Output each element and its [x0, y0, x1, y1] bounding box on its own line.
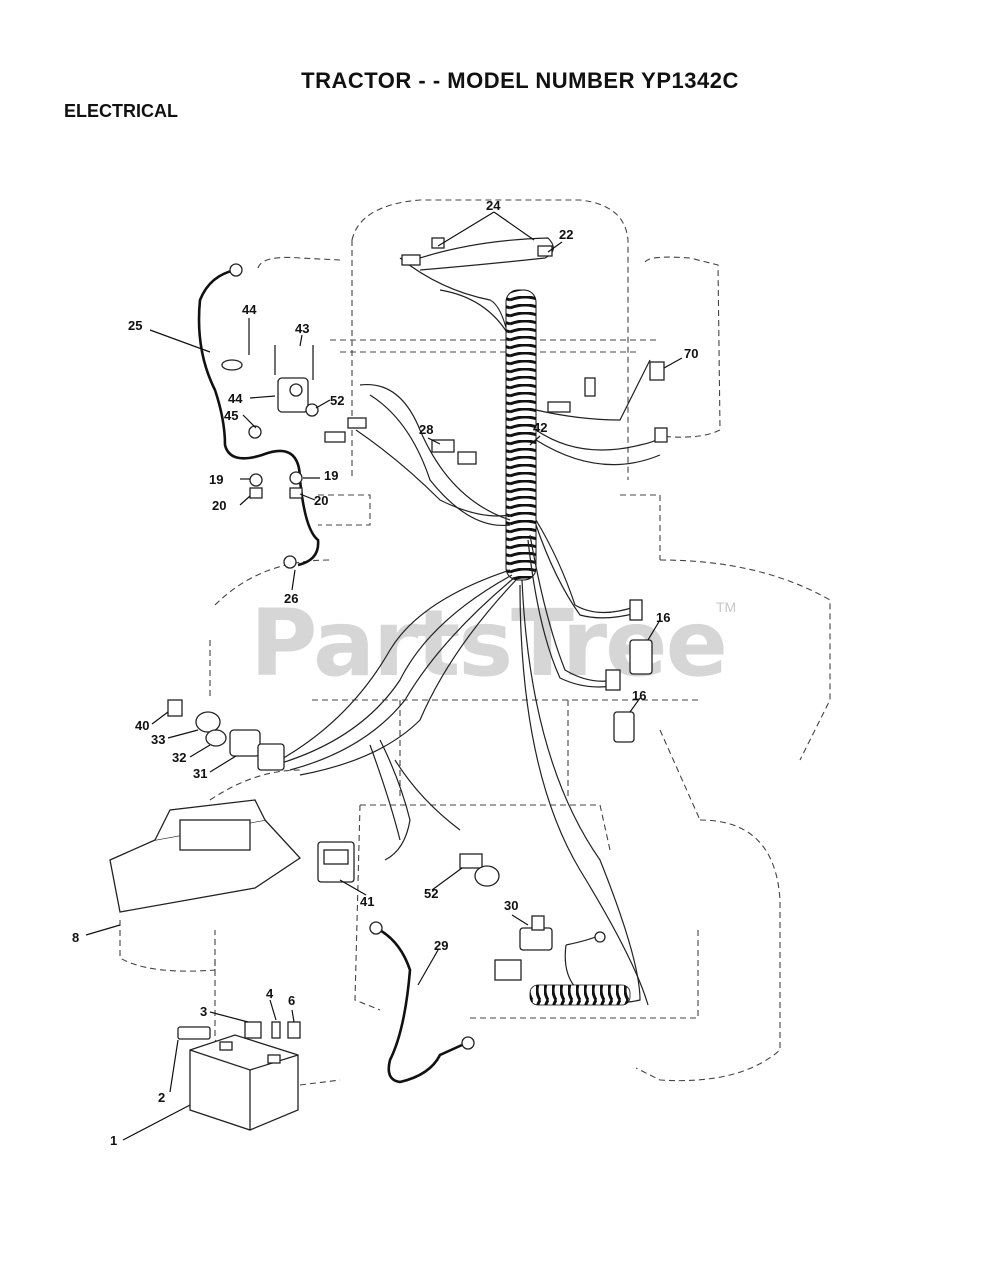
callout-28: 29 [434, 938, 448, 953]
callout-40: 42 [533, 420, 547, 435]
callout-41: 43 [295, 321, 309, 336]
fuse-block-45 [317, 841, 355, 883]
connector-70c [547, 401, 571, 413]
ignition-switch [167, 699, 285, 771]
callout-31: 32 [172, 750, 186, 765]
solenoid-hardware [221, 345, 367, 499]
callout-33: 40 [135, 718, 149, 733]
callout-19b: 19 [324, 468, 338, 483]
connector-21 [537, 245, 553, 257]
bolt-2 [177, 1026, 211, 1040]
wiring-harness [274, 237, 666, 1006]
connector-22 [401, 254, 421, 266]
ground-cable-24 [197, 268, 320, 567]
switch-16a [629, 639, 653, 675]
callout-42: 44 [242, 302, 257, 317]
cover-6 [287, 1021, 301, 1039]
section-heading: ELECTRICAL [64, 101, 178, 121]
switch-16b [613, 711, 635, 743]
callout-44b: 52 [330, 393, 344, 408]
leader-lines [85, 211, 683, 1141]
watermark-tm: TM [716, 599, 736, 615]
plug-16a [629, 599, 643, 621]
watermark: PartsTree [250, 590, 726, 697]
callout-24: 25 [128, 318, 142, 333]
callout-21: 22 [559, 227, 573, 242]
callout-2: 2 [158, 1090, 165, 1105]
callout-8: 8 [72, 930, 79, 945]
callout-19a: 19 [209, 472, 223, 487]
part-52 [459, 853, 483, 869]
callout-22: 24 [486, 198, 501, 213]
switch-29 [494, 915, 606, 981]
callout-3: 3 [200, 1004, 207, 1019]
tractor-outline [209, 199, 831, 1086]
callout-16b: 16 [632, 688, 646, 703]
clip-26b [457, 451, 477, 465]
callout-1: 1 [110, 1133, 117, 1148]
plug-16b [605, 669, 621, 691]
callout-30: 31 [193, 766, 207, 781]
callout-20b: 20 [314, 493, 328, 508]
connector-70 [649, 361, 665, 381]
battery-tray-8 [109, 799, 301, 972]
callout-44a: 45 [224, 408, 238, 423]
ground-cable-28 [375, 926, 463, 1084]
battery-1 [189, 1034, 299, 1131]
connector-70d [654, 427, 668, 443]
callout-20a: 20 [212, 498, 226, 513]
nut-4 [271, 1021, 281, 1039]
part-52-cap [474, 865, 500, 887]
page-title: TRACTOR - - MODEL NUMBER YP1342C [301, 68, 739, 93]
callout-26: 28 [419, 422, 433, 437]
callout-4: 4 [266, 986, 274, 1001]
coiled-wire [529, 984, 631, 1006]
callout-29: 30 [504, 898, 518, 913]
callout-labels: 24 22 25 44 43 44 45 52 19 19 20 20 26 2… [72, 198, 698, 1148]
callout-45: 41 [360, 894, 374, 909]
callout-52: 52 [424, 886, 438, 901]
callout-43: 44 [228, 391, 243, 406]
callout-32: 33 [151, 732, 165, 747]
callout-70: 70 [684, 346, 698, 361]
callout-16a: 16 [656, 610, 670, 625]
connector-70b [584, 377, 596, 397]
callout-25: 26 [284, 591, 298, 606]
strap-3 [244, 1021, 262, 1039]
callout-6: 6 [288, 993, 295, 1008]
